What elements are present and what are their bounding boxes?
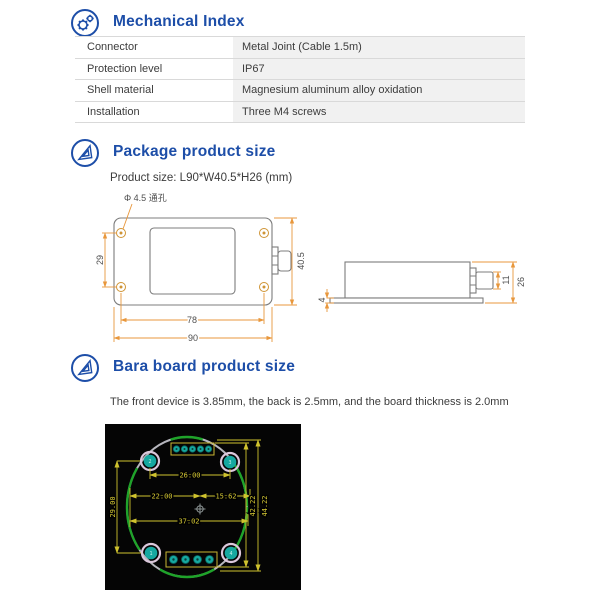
hole-number: 4 <box>229 551 232 557</box>
spec-label: Shell material <box>75 80 233 101</box>
set-square-icon <box>70 353 100 383</box>
table-row: Installation Three M4 screws <box>75 101 525 123</box>
spec-value: Magnesium aluminum alloy oxidation <box>233 80 525 101</box>
pcb-board-image: 2 3 1 4 26.00 22.00 15.62 37.02 29.00 <box>105 424 301 590</box>
dim-front-right: 40.5 <box>296 252 306 270</box>
spec-value: IP67 <box>233 58 525 79</box>
hole-number: 3 <box>228 460 231 466</box>
spec-value: Metal Joint (Cable 1.5m) <box>233 37 525 58</box>
dim-front-outer-width: 90 <box>188 333 198 343</box>
set-square-icon <box>70 138 100 168</box>
package-dimension-drawing: Φ 4.5 通孔 29 40.5 78 90 4 <box>80 190 540 345</box>
side-view-drawing: 4 11 26 <box>316 261 528 312</box>
dim-26: 26.00 <box>179 472 200 480</box>
top-pin-header <box>170 442 215 456</box>
table-row: Protection level IP67 <box>75 58 525 80</box>
pcb-dimensions: 26.00 22.00 15.62 37.02 29.00 42.22 44.2… <box>108 439 271 572</box>
bottom-pin-header <box>165 551 218 568</box>
section-title-package: Package product size <box>113 143 276 160</box>
dim-side-flange: 4 <box>317 297 327 302</box>
gear-icon <box>70 8 100 38</box>
table-row: Connector Metal Joint (Cable 1.5m) <box>75 37 525 59</box>
hole-number: 1 <box>149 551 152 557</box>
dim-front-inner-width: 78 <box>187 315 197 325</box>
hole-callout-label: Φ 4.5 通孔 <box>124 193 167 203</box>
dim-42: 42.22 <box>249 495 257 516</box>
product-size-text: Product size: L90*W40.5*H26 (mm) <box>110 172 293 184</box>
dim-37: 37.02 <box>178 518 199 526</box>
spec-label: Installation <box>75 101 233 122</box>
dim-44: 44.22 <box>261 495 269 516</box>
dim-15: 15.62 <box>215 493 236 501</box>
front-view-drawing: Φ 4.5 通孔 29 40.5 78 90 <box>94 193 308 345</box>
dim-side-connector: 11 <box>501 275 511 284</box>
section-title-board: Bara board product size <box>113 358 296 375</box>
dim-22: 22.00 <box>151 493 172 501</box>
dim-side-height: 26 <box>516 277 526 287</box>
spec-label: Connector <box>75 37 233 58</box>
dim-front-left: 29 <box>95 255 105 265</box>
pcb-mounting-holes: 2 3 1 4 <box>139 450 242 564</box>
board-description-text: The front device is 3.85mm, the back is … <box>110 396 509 408</box>
table-row: Shell material Magnesium aluminum alloy … <box>75 80 525 102</box>
section-title-mechanical: Mechanical Index <box>113 13 245 30</box>
spec-value: Three M4 screws <box>233 101 525 122</box>
hole-number: 2 <box>148 459 151 465</box>
mechanical-spec-table: Connector Metal Joint (Cable 1.5m) Prote… <box>75 36 525 123</box>
spec-label: Protection level <box>75 58 233 79</box>
center-mark <box>194 503 206 515</box>
dim-29: 29.00 <box>109 496 117 517</box>
